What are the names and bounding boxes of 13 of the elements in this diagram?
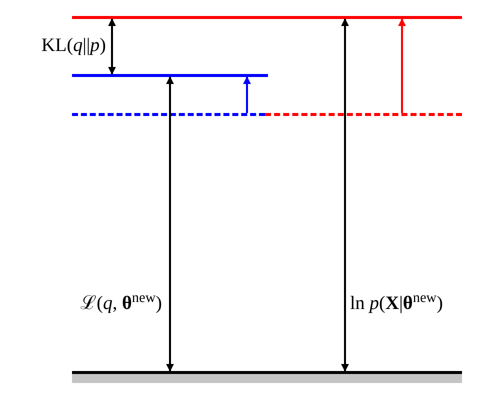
arrow (243, 76, 251, 113)
base-bar (72, 371, 462, 383)
arrow (166, 76, 174, 372)
edge-label: ℒ(q, θ$^{new}$) (80, 292, 162, 316)
arrow (341, 18, 349, 372)
edge-label: KL(q||p) (41, 34, 106, 58)
edge-label: ln p(X|θ$^{new}$) (350, 292, 443, 316)
arrow (398, 18, 406, 113)
level-line (72, 74, 268, 77)
level-line (72, 16, 462, 19)
dashed-level-line (72, 113, 265, 116)
arrow (108, 18, 116, 75)
dashed-level-line (265, 113, 462, 116)
